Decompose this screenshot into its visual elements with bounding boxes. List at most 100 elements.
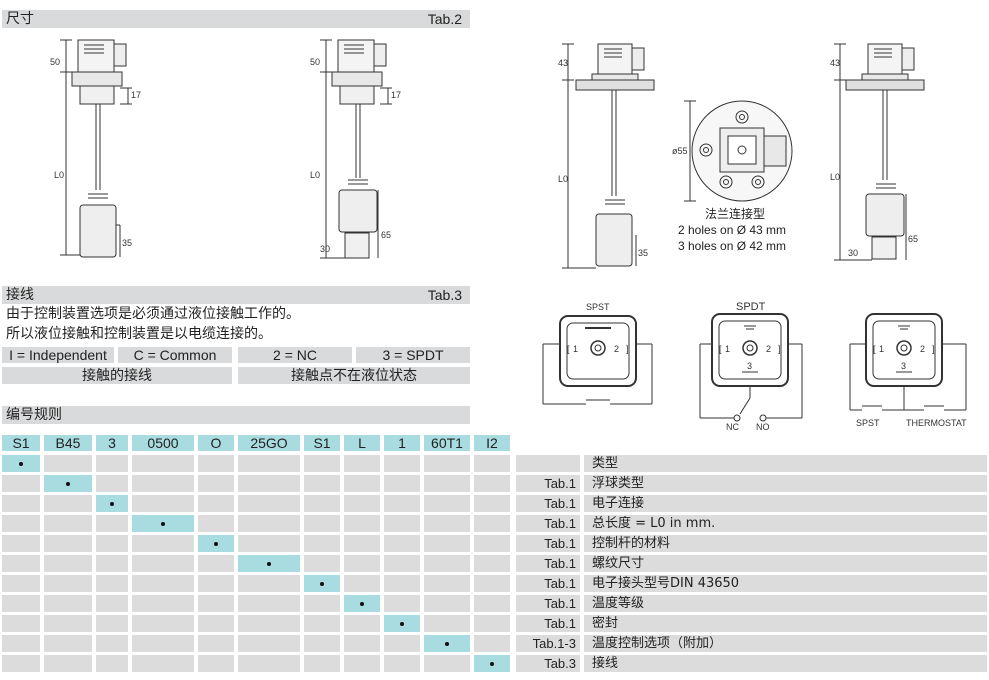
wiring-thermostat bbox=[849, 313, 967, 411]
code-cell bbox=[304, 475, 340, 492]
d1-l0-label: L0 bbox=[54, 170, 64, 180]
bullet-dot-icon bbox=[400, 621, 404, 626]
code-cell bbox=[96, 635, 128, 652]
code-cell bbox=[2, 595, 40, 612]
code-cell bbox=[516, 455, 580, 472]
code-cell bbox=[474, 515, 510, 532]
code-cell bbox=[344, 575, 380, 592]
code-row-tab: Tab.1-3 bbox=[532, 636, 576, 651]
code-cell bbox=[2, 575, 40, 592]
drawing-1 bbox=[60, 39, 132, 258]
code-header-2: B45 bbox=[44, 435, 92, 451]
code-cell bbox=[238, 575, 300, 592]
code-cell bbox=[44, 515, 92, 532]
code-cell-selected bbox=[198, 535, 234, 552]
code-cell bbox=[304, 515, 340, 532]
code-desc-cell bbox=[584, 495, 987, 512]
code-cell bbox=[516, 495, 580, 512]
code-cell bbox=[96, 455, 128, 472]
code-row-desc: 类型 bbox=[592, 456, 619, 471]
d1-mid-label: 17 bbox=[131, 90, 141, 100]
code-cell bbox=[304, 495, 340, 512]
wiring-text-line-2: 所以液位接触和控制装置是以电缆连接的。 bbox=[6, 326, 272, 342]
dimensions-tab: Tab.2 bbox=[427, 11, 462, 27]
code-desc-cell bbox=[584, 655, 987, 672]
d2-mid-label: 17 bbox=[391, 90, 401, 100]
code-cell bbox=[44, 575, 92, 592]
code-desc-cell bbox=[584, 535, 987, 552]
code-row-tab: Tab.3 bbox=[544, 656, 576, 671]
code-desc-cell bbox=[584, 595, 987, 612]
code-cell-selected bbox=[44, 475, 92, 492]
code-cell bbox=[424, 595, 470, 612]
code-cell bbox=[384, 655, 420, 672]
code-cell bbox=[132, 475, 194, 492]
code-cell bbox=[304, 635, 340, 652]
bullet-dot-icon bbox=[214, 541, 218, 546]
code-cell bbox=[198, 635, 234, 652]
wiring-spst-label: SPST bbox=[586, 302, 610, 312]
code-desc-cell bbox=[584, 515, 987, 532]
code-section-bar: 编号规则 bbox=[2, 406, 470, 424]
code-cell bbox=[132, 535, 194, 552]
code-row-desc: 总长度 = L0 in mm. bbox=[592, 516, 716, 531]
code-row-desc: 温度等级 bbox=[592, 596, 645, 611]
spst-pin-2: 2 bbox=[614, 344, 619, 354]
code-cell bbox=[96, 595, 128, 612]
d2-top-label: 50 bbox=[310, 57, 320, 67]
d2-l0-label: L0 bbox=[310, 170, 320, 180]
code-row-tab: Tab.1 bbox=[544, 496, 576, 511]
code-cell bbox=[2, 475, 40, 492]
code-cell bbox=[198, 555, 234, 572]
code-cell bbox=[516, 575, 580, 592]
code-header-9: 1 bbox=[384, 435, 420, 451]
code-cell bbox=[384, 595, 420, 612]
code-row-tab: Tab.1 bbox=[544, 476, 576, 491]
code-desc-cell bbox=[584, 615, 987, 632]
code-cell bbox=[238, 635, 300, 652]
code-cell bbox=[238, 495, 300, 512]
code-cell bbox=[474, 535, 510, 552]
code-row-tab: Tab.1 bbox=[544, 576, 576, 591]
code-row: Tab.1 浮球类型 bbox=[2, 475, 987, 492]
flange-line-1: 2 holes on Ø 43 mm bbox=[678, 223, 786, 237]
code-cell bbox=[474, 615, 510, 632]
code-cell bbox=[2, 615, 40, 632]
code-cell bbox=[344, 515, 380, 532]
drawing-2 bbox=[320, 39, 392, 259]
code-cell bbox=[344, 615, 380, 632]
code-cell bbox=[304, 655, 340, 672]
code-cell bbox=[198, 595, 234, 612]
wiring-tab: Tab.3 bbox=[427, 287, 462, 303]
code-header-10: 60T1 bbox=[424, 435, 470, 451]
code-cell bbox=[96, 655, 128, 672]
code-cell bbox=[424, 495, 470, 512]
bullet-dot-icon bbox=[320, 581, 324, 586]
svg-text:]: ] bbox=[932, 344, 935, 354]
code-cell bbox=[132, 655, 194, 672]
code-cell-selected bbox=[344, 595, 380, 612]
code-desc-cell bbox=[584, 635, 987, 652]
dimensions-section-bar: 尺寸 Tab.2 bbox=[2, 10, 470, 28]
wiring-title: 接线 bbox=[6, 287, 34, 303]
code-header-7: S1 bbox=[304, 435, 340, 451]
drawing-3 bbox=[562, 43, 655, 269]
legend-left-note: 接触的接线 bbox=[2, 367, 232, 384]
flange-dia-label: ø55 bbox=[672, 146, 688, 156]
code-row-desc: 浮球类型 bbox=[592, 476, 645, 491]
d2-bot1-label: 65 bbox=[381, 230, 391, 240]
spdt-pin-1: 1 bbox=[725, 344, 730, 354]
spdt-pin-2: 2 bbox=[766, 344, 771, 354]
code-cell-selected bbox=[238, 555, 300, 572]
code-cell bbox=[304, 535, 340, 552]
code-cell bbox=[384, 555, 420, 572]
code-cell bbox=[44, 595, 92, 612]
code-title: 编号规则 bbox=[6, 407, 62, 423]
code-cell bbox=[344, 635, 380, 652]
code-cell bbox=[424, 515, 470, 532]
